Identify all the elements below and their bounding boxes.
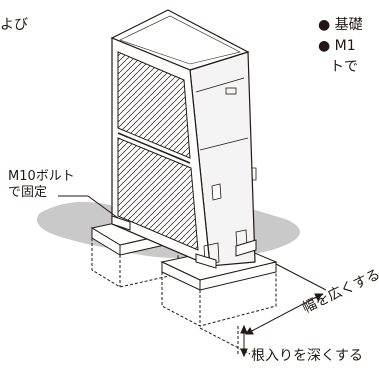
bullet-m10: ● M1 bbox=[318, 38, 356, 54]
depth-dimension bbox=[237, 324, 248, 358]
side-panel-details bbox=[195, 77, 257, 265]
upper-grille bbox=[117, 51, 191, 159]
cropped-text-top-left: よび bbox=[0, 17, 28, 33]
bullet-foundation: ● 基礎 bbox=[318, 17, 363, 33]
lower-grille bbox=[117, 137, 199, 251]
bolt-label-line-1: M10ボルト bbox=[8, 169, 75, 184]
deepen-label: 根入りを深くする bbox=[251, 348, 363, 364]
mounting-feet bbox=[111, 215, 257, 269]
bullet-m10-continuation: トで bbox=[330, 59, 358, 75]
bolt-label-line-2: で固定 bbox=[8, 185, 48, 200]
bolt-leader-line bbox=[58, 195, 119, 219]
